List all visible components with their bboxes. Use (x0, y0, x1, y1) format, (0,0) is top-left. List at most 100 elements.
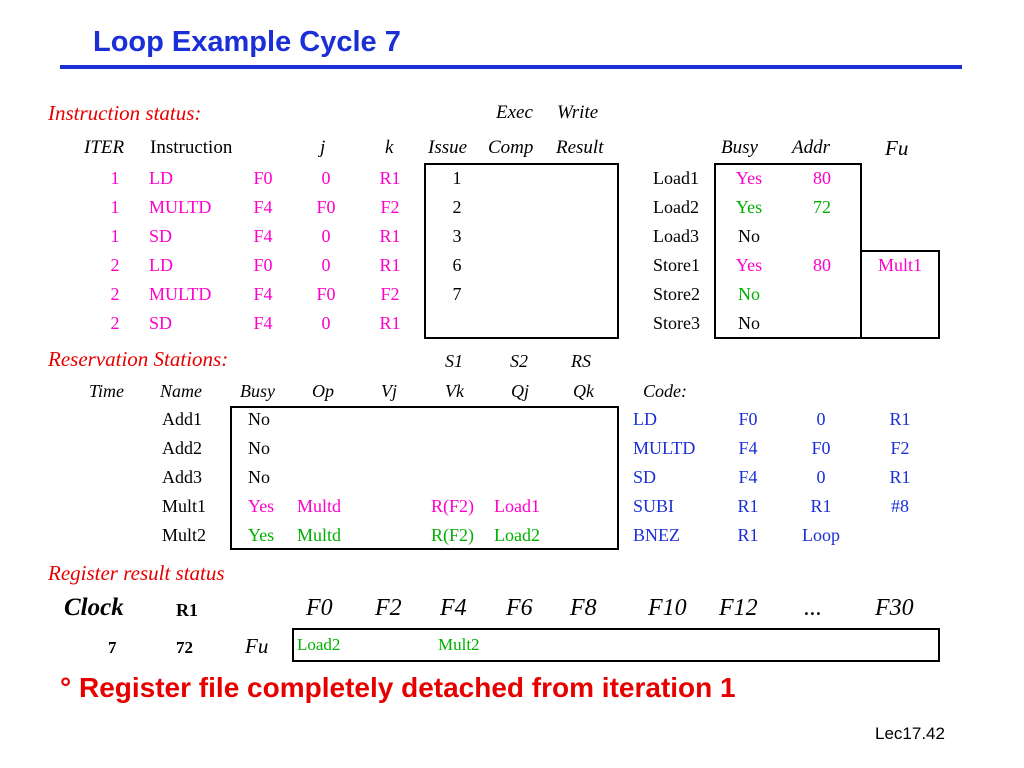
instr-j: 0 (321, 168, 331, 188)
rs-busy: No (248, 467, 270, 487)
fu-row-label: Fu (245, 634, 269, 658)
buffer-busy: No (738, 284, 760, 304)
r1-label: R1 (176, 600, 198, 620)
register-ellipsis: ... (804, 595, 822, 621)
code-arg-a: R1 (737, 525, 759, 545)
instr-op: SD (149, 313, 173, 333)
comp-header: Comp (488, 137, 534, 158)
instr-k: R1 (379, 168, 401, 188)
instr-iter: 1 (110, 168, 120, 188)
exec-header: Exec (496, 102, 533, 123)
rs-name: Mult2 (162, 525, 207, 545)
buffer-name: Store2 (653, 284, 700, 304)
code-arg-a: F4 (738, 438, 758, 458)
result-header: Result (556, 137, 604, 158)
buffer-name: Store3 (653, 313, 700, 333)
rs-name: Add2 (162, 438, 202, 458)
iter-header: ITER (84, 137, 125, 158)
instr-dest: F4 (253, 284, 273, 304)
instr-j: 0 (321, 313, 331, 333)
register-f0: F0 (306, 595, 333, 621)
code-op: LD (633, 409, 657, 429)
buffer-addr: 72 (813, 197, 831, 217)
rs-busy: No (248, 409, 270, 429)
instr-issue: 2 (452, 197, 462, 217)
code-header: Code: (643, 381, 687, 401)
instr-op: MULTD (149, 197, 212, 217)
code-arg-a: R1 (737, 496, 759, 516)
op-header: Op (312, 381, 334, 401)
code-arg-b: 0 (816, 409, 826, 429)
register-f2: F2 (375, 595, 402, 621)
rs-vk: R(F2) (431, 496, 475, 516)
code-arg-c: F2 (890, 438, 910, 458)
register-f30: F30 (875, 595, 914, 621)
instr-j: F0 (316, 284, 336, 304)
instr-k: R1 (379, 313, 401, 333)
buffer-busy: Yes (735, 168, 763, 188)
r1-value: 72 (176, 638, 193, 657)
code-arg-c: R1 (889, 467, 911, 487)
register-fu-box (292, 628, 940, 662)
buffer-busy: No (738, 313, 760, 333)
store-fu-box (860, 250, 940, 339)
time-header: Time (89, 381, 125, 401)
instr-iter: 2 (110, 255, 120, 275)
slide-number: Lec17.42 (875, 724, 945, 743)
instr-issue: 3 (452, 226, 462, 246)
instr-dest: F4 (253, 197, 273, 217)
clock-label: Clock (64, 594, 124, 621)
instr-issue: 6 (452, 255, 462, 275)
s1-header: S1 (445, 351, 463, 371)
instr-k: F2 (380, 197, 400, 217)
code-arg-c: R1 (889, 409, 911, 429)
rs-vk: R(F2) (431, 525, 475, 545)
vj-header: Vj (381, 381, 397, 401)
buffer-name: Load3 (653, 226, 699, 246)
rs-op: Multd (297, 496, 342, 516)
code-arg-a: F0 (738, 409, 758, 429)
code-op: BNEZ (633, 525, 680, 545)
rs-qj: Load1 (494, 496, 540, 516)
buffer-busy: No (738, 226, 760, 246)
buffer-fu: Mult1 (877, 255, 922, 275)
name-header: Name (160, 381, 202, 401)
write-header: Write (557, 102, 599, 123)
qk-header: Qk (573, 381, 594, 401)
rs-name: Add1 (162, 409, 202, 429)
instr-k: R1 (379, 226, 401, 246)
buffer-addr: 80 (813, 255, 831, 275)
code-op: MULTD (633, 438, 696, 458)
instruction-status-label: Instruction status: (48, 101, 202, 125)
register-f4: F4 (440, 595, 467, 621)
addr-header: Addr (792, 137, 830, 158)
instr-issue: 1 (452, 168, 462, 188)
instr-dest: F4 (253, 313, 273, 333)
instr-k: R1 (379, 255, 401, 275)
reservation-station-box (230, 406, 619, 550)
code-op: SD (633, 467, 657, 487)
issue-header: Issue (428, 137, 468, 158)
instr-j: 0 (321, 255, 331, 275)
instruction-header: Instruction (150, 137, 233, 158)
bullet-text: Register file completely detached from i… (78, 672, 736, 703)
instr-j: 0 (321, 226, 331, 246)
k-header: k (385, 137, 394, 158)
buffer-name: Store1 (653, 255, 700, 275)
busy-header: Busy (721, 137, 758, 158)
code-arg-b: F0 (811, 438, 831, 458)
rs-name: Add3 (162, 467, 202, 487)
register-f10: F10 (648, 595, 687, 621)
buffer-addr: 80 (813, 168, 831, 188)
bullet-symbol: ° (60, 672, 72, 703)
s2-header: S2 (510, 351, 528, 371)
instruction-timing-box (424, 163, 619, 339)
rs-busy: Yes (248, 525, 275, 545)
instr-iter: 2 (110, 284, 120, 304)
instr-op: LD (149, 255, 173, 275)
rs-busy-header: Busy (240, 381, 275, 401)
buffer-name: Load1 (653, 168, 699, 188)
code-arg-b: Loop (802, 525, 840, 545)
instr-iter: 1 (110, 226, 120, 246)
instr-j: F0 (316, 197, 336, 217)
